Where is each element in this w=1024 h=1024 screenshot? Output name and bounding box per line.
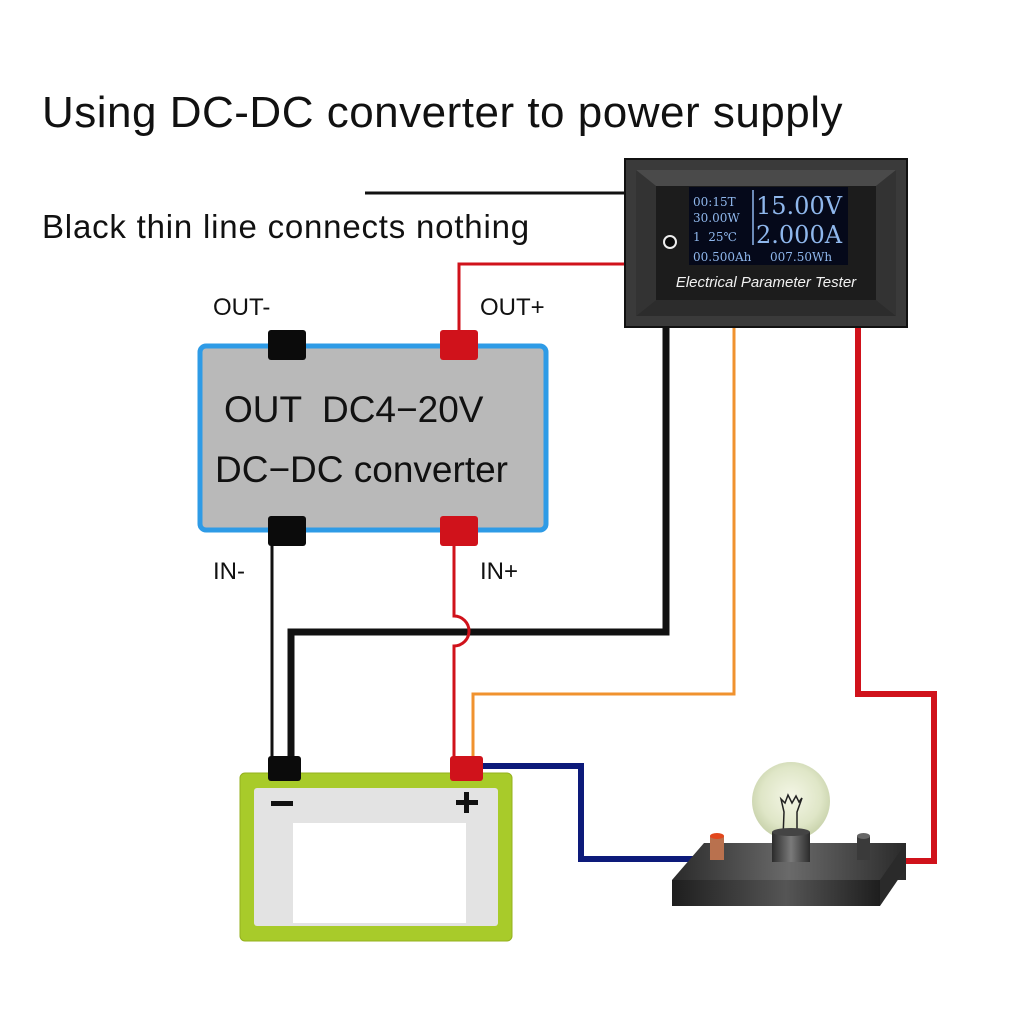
bulb-socket xyxy=(772,832,810,862)
label-in-minus: IN- xyxy=(213,558,245,585)
converter-body xyxy=(197,343,549,533)
meter-bevel-right xyxy=(876,170,896,316)
lcd-voltage: 15.00V xyxy=(756,192,843,220)
wires xyxy=(270,262,937,864)
lcd-channel-temp: 1 25℃ xyxy=(693,230,737,244)
meter-button-icon[interactable] xyxy=(663,235,677,249)
electrical-parameter-tester: 00:15T 30.00W 1 25℃ 15.00V 2.000A 00.500… xyxy=(624,158,908,328)
battery-terminal-negative xyxy=(268,756,301,781)
terminal-in-minus xyxy=(268,516,306,546)
wire-black-meter-battery xyxy=(287,327,670,762)
battery-terminal-positive xyxy=(450,756,483,781)
lcd-power: 30.00W xyxy=(693,211,740,225)
converter-output-range: OUT DC4−20V xyxy=(224,389,484,430)
lamp xyxy=(672,762,906,906)
terminal-out-minus xyxy=(268,330,306,360)
wire-orange xyxy=(471,327,736,762)
terminal-out-plus xyxy=(440,330,478,360)
label-out-minus: OUT- xyxy=(213,294,271,321)
lamp-terminal-black xyxy=(857,833,870,860)
wire-blue xyxy=(480,763,712,862)
battery-window xyxy=(293,823,466,923)
meter-bevel-bottom xyxy=(636,300,896,316)
dc-dc-converter xyxy=(197,330,549,546)
lcd-capacity: 00.500Ah xyxy=(693,250,752,264)
wire-red-in-plus xyxy=(452,542,471,762)
lamp-base-side xyxy=(880,843,906,906)
lcd-current: 2.000A xyxy=(756,221,843,249)
battery-plus-icon xyxy=(456,792,478,813)
label-out-plus: OUT+ xyxy=(480,294,545,321)
bulb-socket-top xyxy=(772,828,810,836)
meter-bevel-top xyxy=(636,170,896,186)
wire-red-lamp xyxy=(855,327,937,864)
battery-minus-icon xyxy=(271,801,293,806)
lcd-energy: 007.50Wh xyxy=(770,250,832,264)
label-in-plus: IN+ xyxy=(480,558,519,585)
battery xyxy=(239,756,513,942)
thin-line-note: Black thin line connects nothing xyxy=(42,208,530,245)
terminal-in-plus xyxy=(440,516,478,546)
lcd-time: 00:15T xyxy=(693,195,736,209)
wire-red-out-plus xyxy=(457,262,626,336)
converter-name: DC−DC converter xyxy=(215,449,509,490)
meter-bevel-left xyxy=(636,170,656,316)
meter-label: Electrical Parameter Tester xyxy=(676,274,857,291)
lcd-screen xyxy=(689,187,848,265)
lamp-base-front xyxy=(672,880,880,906)
page-title: Using DC-DC converter to power supply xyxy=(42,88,844,137)
bulb-filament-icon xyxy=(779,793,803,839)
lamp-terminal-red xyxy=(710,833,724,860)
